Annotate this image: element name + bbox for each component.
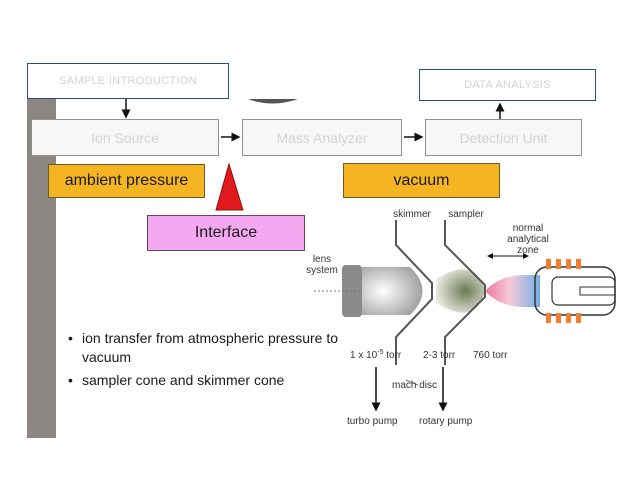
load-coil: [546, 259, 581, 323]
mach-disc-pointer: [405, 379, 419, 386]
bullet-item: • ion transfer from atmospheric pressure…: [68, 329, 348, 367]
ion-source-box: Ion Source: [31, 119, 219, 156]
mach-disc-label: mach disc: [392, 380, 437, 391]
bullet-list: • ion transfer from atmospheric pressure…: [68, 329, 348, 394]
ambient-pressure-label: ambient pressure: [64, 172, 189, 189]
sampler-label: sampler: [448, 209, 484, 220]
skimmer-label: skimmer: [393, 209, 431, 220]
bullet-dot: •: [68, 371, 73, 388]
ion-source-label: Ion Source: [91, 129, 159, 146]
bullet-dot: •: [68, 330, 73, 346]
sample-introduction-label: SAMPLE INTRODUCTION: [59, 75, 197, 87]
mass-analyzer-label: Mass Analyzer: [276, 129, 368, 146]
vacuum-label: vacuum: [393, 171, 450, 189]
interface-box: Interface: [147, 215, 305, 251]
vacuum-box: vacuum: [343, 163, 500, 198]
turbo-pump-label: turbo pump: [347, 416, 398, 427]
bullet-item: • sampler cone and skimmer cone: [68, 371, 348, 390]
ambient-pressure-box: ambient pressure: [48, 164, 205, 198]
pressure-3-label: 760 torr: [473, 350, 508, 361]
interface-label: Interface: [194, 224, 258, 241]
torch-tube: [579, 286, 616, 296]
interface-triangle: [215, 162, 244, 211]
normal-zone-label-1: normal: [513, 223, 544, 234]
normal-zone-label-2: analytical: [507, 234, 549, 245]
dark-arc: [248, 99, 298, 104]
torch-outer: [534, 266, 616, 316]
interface-schematic: skimmer sampler normal analytical zone l…: [306, 209, 616, 427]
sample-introduction-box: SAMPLE INTRODUCTION: [27, 63, 229, 99]
bullet-text: sampler cone and skimmer cone: [82, 371, 285, 388]
lens-label-1: lens: [313, 254, 331, 265]
detection-unit-label: Detection Unit: [459, 129, 548, 146]
data-analysis-label: DATA ANALYSIS: [464, 79, 551, 91]
lens-label-2: system: [306, 265, 338, 276]
expansion-region: [362, 267, 423, 315]
pressure-2-label: 2-3 torr: [423, 350, 456, 361]
normal-zone-label-3: zone: [517, 245, 539, 256]
skimmer-cone: [395, 220, 433, 365]
data-analysis-box: DATA ANALYSIS: [419, 69, 596, 101]
rotary-pump-label: rotary pump: [419, 416, 473, 427]
jet-region: [436, 269, 485, 313]
detection-unit-box: Detection Unit: [425, 119, 582, 156]
torch-inner: [551, 276, 616, 306]
pressure-1-label: 1 x 10-5 torr: [350, 349, 402, 361]
plasma-region: [485, 275, 540, 307]
bullet-text: ion transfer from atmospheric pressure t…: [82, 330, 338, 365]
mass-analyzer-box: Mass Analyzer: [242, 119, 402, 156]
